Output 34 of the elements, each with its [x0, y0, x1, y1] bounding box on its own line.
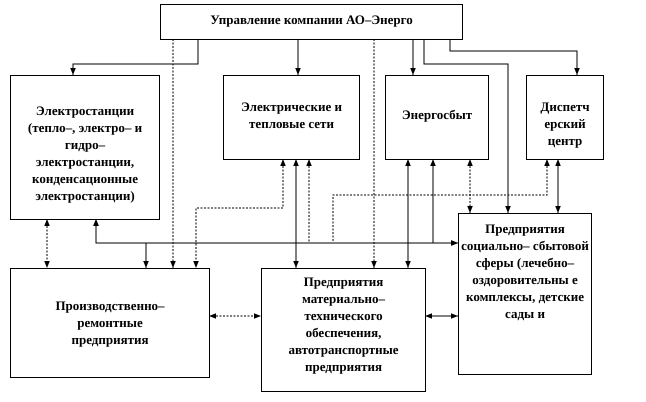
box-label: Предприятия материально– технического обеспечения, автотранспортные предприятия [287, 273, 400, 375]
arrow [410, 38, 416, 76]
box-label: Управление компании АО–Энерго [210, 11, 413, 28]
box-label: Диспетч ерский центр [539, 98, 591, 149]
arrow [70, 38, 198, 76]
department-box [385, 75, 489, 160]
arrow [93, 218, 149, 268]
enterprise-box [10, 268, 210, 378]
arrow [424, 313, 458, 319]
arrow [193, 158, 286, 268]
arrow [208, 313, 262, 319]
department-box [10, 75, 160, 220]
arrow [293, 158, 299, 268]
arrow [424, 38, 511, 214]
arrow [467, 158, 473, 214]
arrow [371, 38, 377, 268]
department-box [526, 75, 604, 160]
department-box [223, 75, 360, 160]
box-label: Предприятия социально– сбытовой сферы (лечебно– оздоровительны е комплексы, детские сады и [461, 220, 589, 322]
box-label: Производственно– ремонтные предприятия [54, 297, 166, 348]
arrow [555, 158, 561, 214]
box-label: Электростанции (тепло–, электро– и гидро– электростанции, конденсационные электростанции) [26, 102, 144, 204]
arrow [295, 38, 301, 76]
arrow [430, 158, 458, 246]
arrow [332, 158, 550, 246]
box-label: Энергосбыт [402, 106, 472, 123]
enterprise-box [458, 213, 592, 375]
enterprise-box [261, 268, 426, 392]
arrow [44, 218, 50, 268]
arrow [170, 38, 176, 268]
arrow [405, 158, 411, 268]
arrow [450, 38, 580, 76]
management-box [160, 4, 463, 40]
box-label: Электрические и тепловые сети [240, 98, 343, 132]
